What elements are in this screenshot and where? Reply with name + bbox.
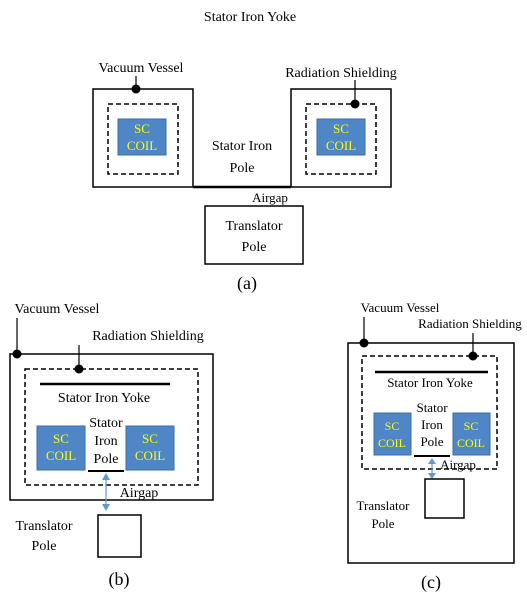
panel-a-left-shield: [107, 103, 179, 175]
panel-a-left-coil-line2: COIL: [127, 138, 157, 153]
panel-c-airgap-arrowhead-down: [428, 473, 436, 479]
panel-b-caption: (b): [109, 569, 130, 590]
panel-b-left-coil-line2: COIL: [46, 448, 76, 463]
panel-b-pole-line1: Stator: [89, 416, 123, 431]
panel-a-right-coil-line1: SC: [333, 121, 349, 136]
panel-a-right-vessel: [290, 88, 392, 188]
panel-b-right-coil-line1: SC: [142, 431, 158, 446]
panel-c-vessel: [347, 342, 515, 564]
panel-b-left-coil-line1: SC: [53, 431, 69, 446]
panel-c-caption: (c): [421, 572, 441, 593]
panel-a-left-coil-line1: SC: [134, 121, 150, 136]
panel-b-translator: [97, 514, 142, 558]
panel-c-left-coil-line2: COIL: [378, 436, 406, 450]
panel-c: Vacuum Vessel Radiation Shielding Stator…: [347, 300, 522, 593]
panel-a-airgap-label: Airgap: [252, 190, 288, 205]
panel-b-left-coil: [36, 425, 86, 471]
panel-a-left-coil: [117, 118, 167, 156]
panel-c-translator: [424, 478, 465, 519]
panel-b-airgap-arrowhead-up: [102, 473, 110, 480]
panel-a-pole-line1: Stator Iron: [212, 139, 272, 154]
panel-b-airgap-label: Airgap: [120, 486, 159, 501]
panel-b: Vacuum Vessel Radiation Shielding Stator…: [9, 302, 214, 590]
panel-b-translator-line1: Translator: [15, 519, 72, 534]
panel-a-translator-line1: Translator: [225, 219, 282, 234]
panel-b-pole-line2: Iron: [94, 434, 117, 449]
panel-c-translator-line2: Pole: [371, 516, 394, 531]
panel-c-pole-line1: Stator: [416, 400, 448, 415]
panel-a-pole-line2: Pole: [230, 161, 255, 176]
panel-c-shield-label: Radiation Shielding: [418, 316, 522, 331]
panel-c-left-coil: [373, 412, 412, 456]
panel-c-pole-line3: Pole: [420, 434, 443, 449]
panel-b-yoke-label: Stator Iron Yoke: [58, 391, 150, 406]
panel-b-shield-label: Radiation Shielding: [92, 329, 204, 344]
panel-b-shield: [24, 368, 199, 486]
panel-c-left-coil-line1: SC: [385, 419, 400, 433]
panel-b-right-coil: [125, 425, 175, 471]
panel-a: Stator Iron Yoke SC COIL SC COIL Vacuum …: [92, 10, 397, 294]
panel-b-vessel: [9, 353, 214, 501]
panel-a-yoke-label: Stator Iron Yoke: [204, 10, 296, 25]
panel-a-right-coil: [316, 118, 366, 156]
panel-b-right-coil-line2: COIL: [135, 448, 165, 463]
panel-c-translator-line1: Translator: [357, 498, 411, 513]
panel-b-vessel-label: Vacuum Vessel: [15, 302, 100, 317]
panel-a-caption: (a): [237, 273, 257, 294]
panel-c-yoke-label: Stator Iron Yoke: [387, 375, 473, 390]
panel-c-right-coil-line1: SC: [464, 419, 479, 433]
panel-a-vessel-label: Vacuum Vessel: [99, 61, 184, 76]
panel-c-vessel-label: Vacuum Vessel: [361, 300, 440, 315]
panel-b-pole-line3: Pole: [94, 452, 119, 467]
panel-c-right-coil-line2: COIL: [457, 436, 485, 450]
panel-b-translator-line2: Pole: [32, 539, 57, 554]
panel-c-airgap-arrowhead-up: [428, 458, 436, 464]
panel-a-translator: [204, 205, 304, 265]
panel-c-pole-line2: Iron: [421, 417, 443, 432]
panel-b-airgap-arrowhead-down: [102, 504, 110, 511]
panel-a-right-coil-line2: COIL: [326, 138, 356, 153]
panel-a-right-shield: [305, 103, 377, 175]
panel-a-translator-line2: Pole: [242, 240, 267, 255]
panel-c-airgap-label: Airgap: [440, 457, 476, 472]
panel-c-shield-pointer-dot: [468, 351, 478, 361]
panel-c-right-coil: [452, 412, 491, 456]
panel-a-left-vessel: [92, 88, 194, 188]
panel-c-shield: [361, 355, 498, 470]
panel-b-shield-pointer-dot: [74, 364, 84, 374]
panel-a-shield-label: Radiation Shielding: [285, 66, 397, 81]
